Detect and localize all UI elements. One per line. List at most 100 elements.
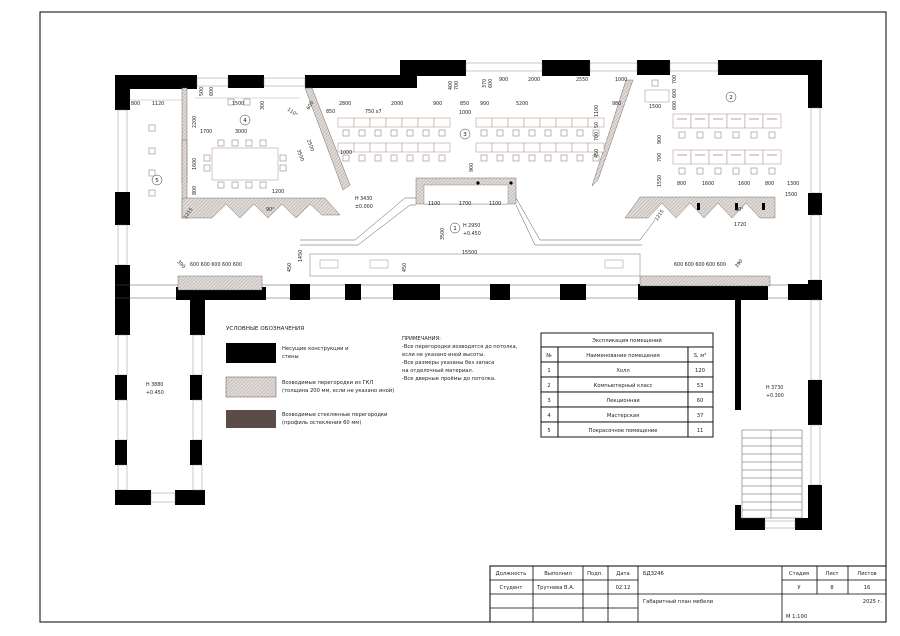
chair: [148, 124, 156, 132]
desk: [523, 117, 541, 128]
cell-number: 3: [547, 398, 550, 404]
author-value: Трутнева В.А.: [536, 585, 575, 591]
desk: [507, 142, 525, 153]
dim-label: 450: [594, 149, 600, 158]
desk: [587, 117, 605, 128]
desk: [385, 142, 403, 153]
dim-label: 1500: [785, 192, 797, 198]
table-title: Экспликация помещений: [592, 337, 662, 344]
chair: [231, 181, 239, 189]
chair: [148, 169, 156, 177]
desk: [708, 113, 728, 129]
header-position: Должность: [496, 571, 527, 577]
dim-label: 1100: [489, 201, 501, 207]
legend-swatch-gkl: [225, 376, 277, 398]
chair: [732, 131, 740, 139]
col-header-area: S, м²: [694, 353, 707, 359]
chair: [576, 129, 584, 137]
cell-area: 37: [697, 413, 704, 419]
dim-label: 700: [454, 81, 460, 90]
dim-label: 2200: [192, 116, 198, 128]
chair: [496, 154, 504, 162]
legend: УСЛОВНЫЕ ОБОЗНАЧЕНИЯ Несущие конструкции…: [225, 326, 394, 428]
cell-number: 5: [547, 428, 550, 434]
chair: [512, 154, 520, 162]
cell-area: 53: [697, 383, 704, 389]
legend-label: (толщина 200 мм, если не указано иной): [282, 387, 394, 394]
desk: [433, 142, 451, 153]
header-stage: Стадия: [789, 571, 809, 577]
cell-area: 60: [697, 398, 704, 404]
cell-area: 11: [697, 428, 704, 434]
chair: [438, 129, 446, 137]
header-sign: Подп.: [587, 571, 603, 577]
level-mark: +0.450: [146, 390, 164, 396]
chair: [750, 131, 758, 139]
desk: [385, 117, 403, 128]
dim-label: 1450: [298, 250, 304, 262]
dim-label: 1600: [702, 181, 714, 187]
dim-label: 1215: [183, 207, 195, 220]
chair: [714, 131, 722, 139]
desk: [726, 113, 746, 129]
dim-label: 600: [672, 101, 678, 110]
chair: [358, 129, 366, 137]
desk: [417, 142, 435, 153]
dim-label: 5200: [516, 101, 528, 107]
note-line: -Все перегородки возводятся до потолка,: [402, 344, 518, 350]
chair: [259, 181, 267, 189]
drawing-title: Габаритный план мебели: [643, 598, 713, 605]
dim-label: 3500: [440, 228, 446, 240]
chair: [732, 167, 740, 175]
year: 2025 г.: [863, 599, 883, 605]
dim-label: 800: [677, 181, 686, 187]
dim-label: 390: [176, 259, 187, 270]
desk: [555, 142, 573, 153]
dim-label: 90°: [266, 207, 275, 213]
dim-label: 3000: [235, 129, 247, 135]
dim-label: 1215: [654, 209, 666, 222]
chair: [560, 154, 568, 162]
chair: [148, 189, 156, 197]
date-value: 02.12: [616, 585, 631, 591]
dim-label: 1600: [192, 158, 198, 170]
cell-name: Лекционная: [606, 398, 639, 404]
sheet-frame: [39, 11, 887, 623]
desk: [353, 142, 371, 153]
chair: [406, 129, 414, 137]
chair: [203, 164, 211, 172]
dim-label: 700: [657, 153, 663, 162]
chair: [406, 154, 414, 162]
dim-label: 700: [594, 132, 600, 141]
legend-label: Возводимые стеклянные перегородки: [282, 412, 387, 418]
legend-label: стены: [282, 354, 299, 360]
dim-label: 2000: [391, 101, 403, 107]
level-marks: Н 3430 ±0.000 Н 2950 +0.450 Н 3880 +0.45…: [146, 196, 784, 399]
dim-label: 900: [469, 163, 475, 172]
chair: [714, 167, 722, 175]
dim-label: 900: [433, 101, 442, 107]
notes-title: ПРИМЕЧАНИЯ:: [402, 336, 441, 342]
room-number-2: 2: [729, 95, 733, 101]
dim-label: 1100: [594, 105, 600, 117]
chair: [651, 79, 659, 87]
chair: [480, 129, 488, 137]
header-sheets: Листов: [857, 571, 876, 577]
desk: [726, 149, 746, 165]
dim-label: 850: [326, 109, 335, 115]
room-number-1: 1: [453, 226, 457, 232]
dim-label: 800: [192, 186, 198, 195]
dim-label: 600 600 600 600 600: [190, 262, 242, 268]
legend-label: Несущие конструкции и: [282, 346, 348, 352]
dim-label: 1500: [649, 104, 661, 110]
dim-label: 800: [765, 181, 774, 187]
dim-label: 390: [734, 258, 744, 269]
note-line: если не указано иной высоты.: [402, 351, 485, 358]
chair: [438, 154, 446, 162]
col-header-no: №: [546, 353, 552, 359]
level-mark: +0.450: [463, 231, 481, 237]
desk: [690, 149, 710, 165]
